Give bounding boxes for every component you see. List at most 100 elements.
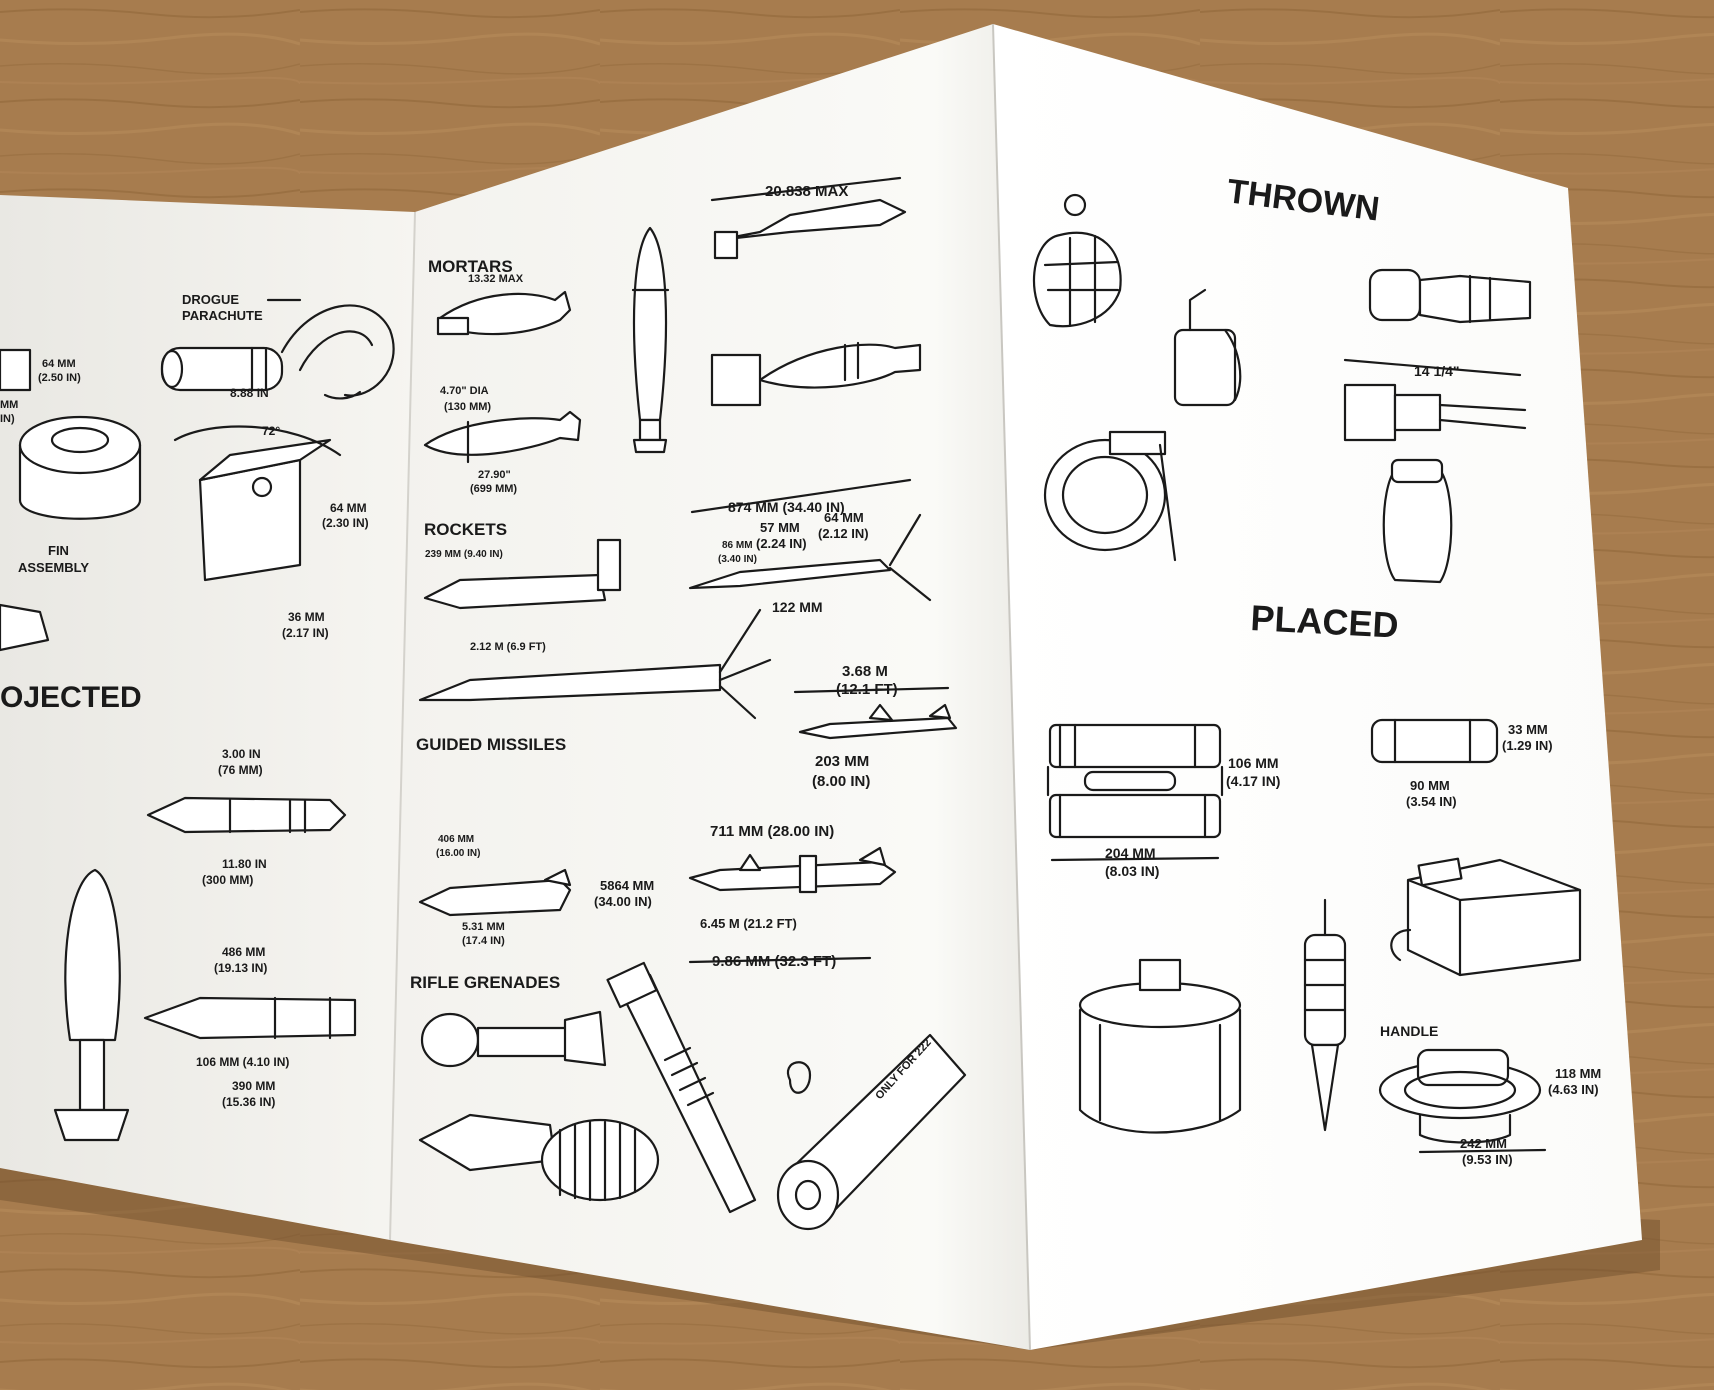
rifle-grenade-drawing-1 bbox=[420, 1010, 607, 1068]
fold-line-left bbox=[389, 211, 416, 1241]
small-mine-drawing bbox=[1370, 718, 1499, 764]
label-2-12in: (2.12 IN) bbox=[818, 526, 869, 541]
mortar-drawing-1 bbox=[436, 290, 572, 336]
label-4-63in: (4.63 IN) bbox=[1548, 1082, 1599, 1097]
mortar-drawing-5 bbox=[423, 410, 582, 464]
label-711mm: 711 MM (28.00 IN) bbox=[710, 823, 834, 840]
label-204mm: 204 MM bbox=[1105, 845, 1156, 861]
label-122mm: 122 MM bbox=[772, 599, 823, 615]
label-486mm: 486 MM bbox=[222, 945, 265, 959]
label-72-deg: 72° bbox=[262, 424, 280, 438]
label-242mm: 242 MM bbox=[1460, 1136, 1507, 1151]
fin-box-drawing bbox=[173, 425, 342, 582]
label-9-86mm: 9.86 MM (32.3 FT) bbox=[712, 953, 836, 970]
demolition-box-drawing bbox=[1390, 857, 1582, 977]
label-64mm-b: 64 MM bbox=[330, 501, 367, 515]
label-874mm: 874 MM (34.40 IN) bbox=[728, 499, 845, 515]
label-36mm: 36 MM bbox=[288, 610, 325, 624]
label-33mm: 33 MM bbox=[1508, 722, 1548, 737]
section-guided-missiles: GUIDED MISSILES bbox=[416, 735, 566, 754]
label-390mm: 390 MM bbox=[232, 1079, 275, 1093]
label-699mm: (699 MM) bbox=[470, 483, 517, 495]
label-2-12m: 2.12 M (6.9 FT) bbox=[470, 641, 546, 653]
label-2-50in: (2.50 IN) bbox=[38, 372, 81, 384]
missile-drawing-1 bbox=[798, 703, 958, 740]
label-8-00in: (8.00 IN) bbox=[812, 773, 870, 790]
label-3-54in: (3.54 IN) bbox=[1406, 794, 1457, 809]
ring-grenade-drawing bbox=[1043, 430, 1177, 562]
label-3-00in: 3.00 IN bbox=[222, 747, 261, 761]
egg-grenade-drawing bbox=[1382, 458, 1453, 584]
label-57mm: 57 MM bbox=[760, 520, 800, 535]
label-parachute: PARACHUTE bbox=[182, 308, 263, 323]
label-406mm: 406 MM bbox=[438, 834, 474, 845]
label-8-88-in: 8.88 IN bbox=[230, 386, 269, 400]
mortar-drawing-3 bbox=[713, 198, 907, 260]
handle-mine-drawing bbox=[1378, 1048, 1542, 1144]
mortar-drawing-4 bbox=[710, 341, 922, 407]
label-86mm: 86 MM bbox=[722, 540, 753, 551]
label-4-17in: (4.17 IN) bbox=[1226, 773, 1280, 789]
rocket-drawing-2 bbox=[418, 608, 772, 720]
grenade-with-dims-drawing bbox=[1343, 358, 1527, 442]
label-2-30in: (2.30 IN) bbox=[322, 516, 369, 530]
anti-tank-mine-drawing bbox=[1078, 958, 1242, 1134]
label-34-00in: (34.00 IN) bbox=[594, 894, 652, 909]
claymore-drawing bbox=[1046, 723, 1224, 839]
heading-projected: OJECTED bbox=[0, 681, 142, 714]
label-239mm: 239 MM (9.40 IN) bbox=[425, 549, 503, 560]
label-106mm-b: 106 MM bbox=[1228, 755, 1279, 771]
mortar-vertical-drawing-2 bbox=[631, 226, 670, 454]
label-106mm-4-10in: 106 MM (4.10 IN) bbox=[196, 1055, 289, 1069]
label-mm-partial: MM bbox=[0, 399, 18, 411]
label-17-4in: (17.4 IN) bbox=[462, 935, 505, 947]
rifle-grenade-drawing-2 bbox=[418, 1113, 660, 1202]
label-2-24in: (2.24 IN) bbox=[756, 536, 807, 551]
mortar-vertical-drawing bbox=[53, 868, 130, 1142]
label-4-70in-dia: 4.70" DIA bbox=[440, 385, 489, 397]
label-3-40in: (3.40 IN) bbox=[718, 554, 757, 565]
label-11-80in: 11.80 IN bbox=[222, 857, 267, 871]
label-90mm: 90 MM bbox=[1410, 778, 1450, 793]
label-drogue: DROGUE bbox=[182, 292, 239, 307]
label-27-90in: 27.90" bbox=[478, 469, 511, 481]
label-130mm: (130 MM) bbox=[444, 401, 491, 413]
section-rockets: ROCKETS bbox=[424, 520, 507, 539]
label-3-68m: 3.68 M bbox=[842, 663, 888, 680]
label-14-1-4in: 14 1/4" bbox=[1414, 363, 1460, 379]
label-assembly: ASSEMBLY bbox=[18, 560, 89, 575]
label-handle: HANDLE bbox=[1380, 1023, 1438, 1039]
label-19-13in: (19.13 IN) bbox=[214, 961, 267, 975]
projectile-drawing-1 bbox=[146, 796, 347, 834]
label-8-03in: (8.03 IN) bbox=[1105, 863, 1159, 879]
canister-grenade-drawing bbox=[1173, 288, 1242, 407]
cylinder-drawing bbox=[18, 415, 142, 520]
label-5864mm: 5864 MM bbox=[600, 878, 654, 893]
panel-left: OJECTED DROGUE PARACHUTE 8.88 IN 64 MM (… bbox=[0, 195, 415, 1240]
label-in-partial: IN) bbox=[0, 413, 15, 425]
rocket-drawing-3 bbox=[688, 513, 932, 602]
label-203mm: 203 MM bbox=[815, 753, 869, 770]
label-2-17in: (2.17 IN) bbox=[282, 626, 329, 640]
label-fin: FIN bbox=[48, 543, 69, 558]
label-5-31mm: 5.31 MM bbox=[462, 921, 505, 933]
panel-middle: MORTARS ROCKETS GUIDED MISSILES RIFLE GR… bbox=[390, 24, 1030, 1350]
label-118mm: 118 MM bbox=[1555, 1066, 1601, 1081]
stick-grenade-drawing bbox=[1368, 268, 1532, 324]
label-9-53in: (9.53 IN) bbox=[1462, 1152, 1513, 1167]
label-76mm: (76 MM) bbox=[218, 763, 263, 777]
rifle-grenade-drawing-3 bbox=[606, 961, 757, 1214]
rocket-drawing-1 bbox=[423, 538, 622, 610]
label-12-1ft: (12.1 FT) bbox=[836, 681, 898, 698]
label-64mm-c: 64 MM bbox=[824, 510, 864, 525]
label-6-45m: 6.45 M (21.2 FT) bbox=[700, 916, 797, 931]
label-64mm-a: 64 MM bbox=[42, 358, 76, 370]
panel-right: THROWN PLACED bbox=[993, 24, 1642, 1350]
fold-line-right bbox=[992, 23, 1031, 1351]
stake-mine-drawing bbox=[1303, 898, 1347, 1132]
label-13-32-max: 13.32 MAX bbox=[468, 273, 524, 285]
projectile-drawing-2 bbox=[143, 996, 357, 1040]
section-rifle-grenades: RIFLE GRENADES bbox=[410, 973, 560, 992]
drogue-parachute-drawing bbox=[160, 304, 395, 400]
